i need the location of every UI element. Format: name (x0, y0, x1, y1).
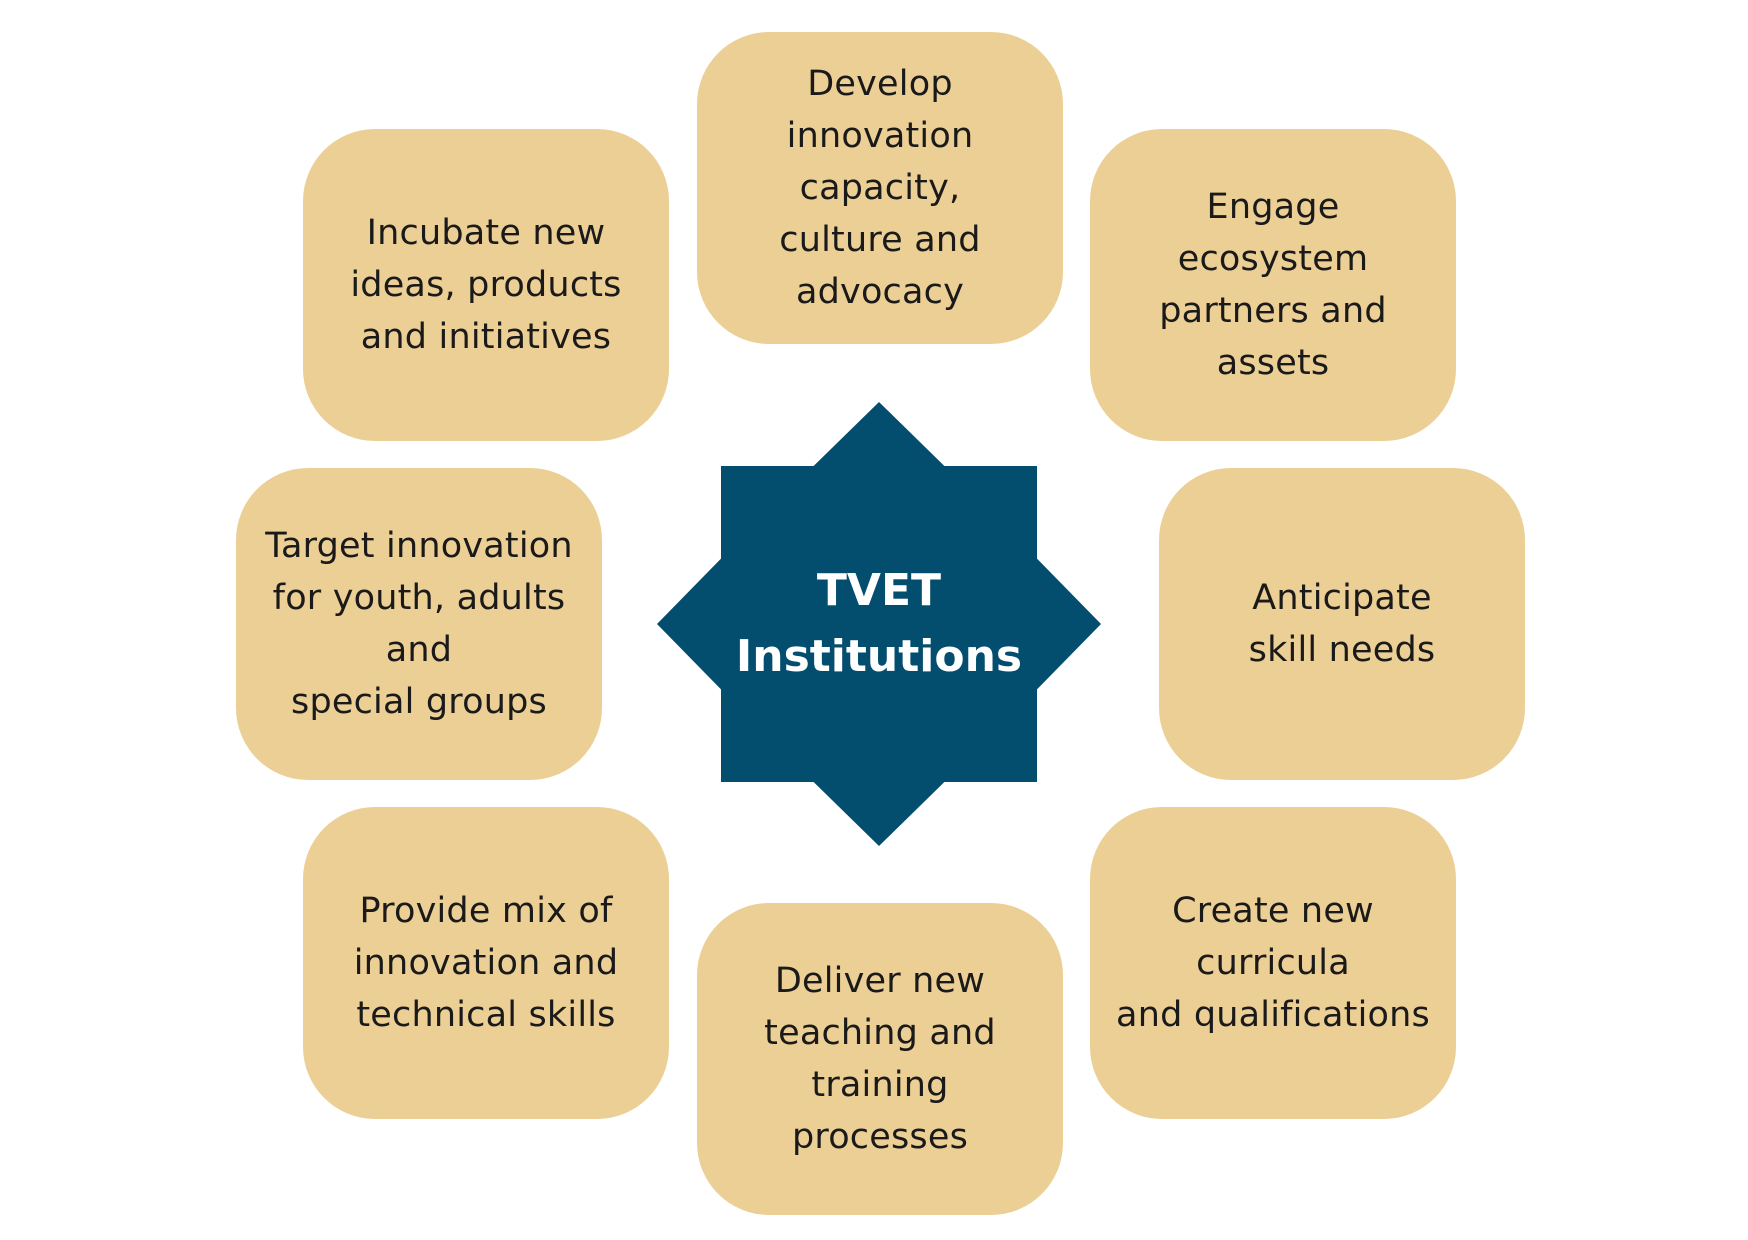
box-target-innovation: Target innovation for youth, adults and … (236, 468, 602, 780)
center-star-shape (657, 402, 1101, 846)
box-label: Anticipate skill needs (1248, 578, 1436, 670)
box-develop-innovation-capacity: Develop innovation capacity, culture and… (697, 32, 1063, 344)
box-anticipate-skill-needs: Anticipate skill needs (1159, 468, 1525, 780)
box-label: Create new curricula and qualifications (1116, 891, 1430, 1035)
box-label: Develop innovation capacity, culture and… (779, 64, 981, 312)
box-deliver-new-teaching: Deliver new teaching and training proces… (697, 903, 1063, 1215)
box-label: Target innovation for youth, adults and … (265, 526, 573, 722)
box-label: Engage ecosystem partners and assets (1159, 187, 1387, 383)
box-label: Incubate new ideas, products and initiat… (350, 213, 622, 357)
box-incubate-new-ideas: Incubate new ideas, products and initiat… (303, 129, 669, 441)
box-label: Provide mix of innovation and technical … (353, 891, 619, 1035)
box-provide-mix-of-skills: Provide mix of innovation and technical … (303, 807, 669, 1119)
box-label: Deliver new teaching and training proces… (764, 961, 996, 1157)
star-polygon (657, 402, 1101, 846)
box-engage-ecosystem-partners: Engage ecosystem partners and assets (1090, 129, 1456, 441)
box-create-new-curricula: Create new curricula and qualifications (1090, 807, 1456, 1119)
